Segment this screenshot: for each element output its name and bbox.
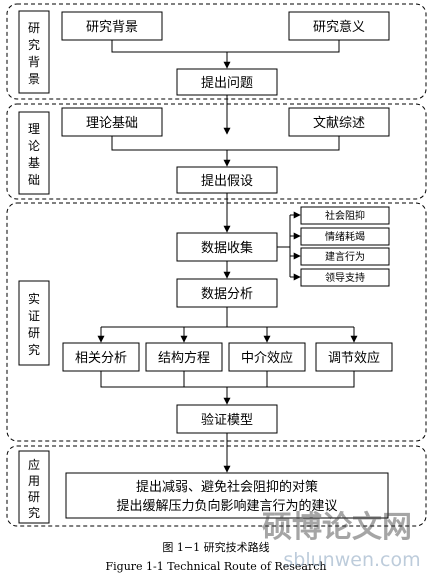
section-theory-label-char: 论 xyxy=(28,139,40,153)
watermark-text: 硕博论文网 xyxy=(262,510,412,545)
section-empirical-label-box xyxy=(18,280,50,366)
research-background-text: 研究背景 xyxy=(86,20,138,35)
variable-social-undermining-text: 社会阻抑 xyxy=(325,209,365,222)
variable-emotional-exhaustion-text: 情绪耗竭 xyxy=(325,230,365,243)
theoretical-basis-box xyxy=(61,107,163,137)
section-application-label-char: 应 xyxy=(28,457,40,472)
pose-hypothesis-box xyxy=(176,166,278,194)
variable-emotional-exhaustion-box xyxy=(300,227,390,246)
data-collection-box xyxy=(176,232,278,262)
research-background-box xyxy=(61,11,163,41)
section-theory-label-char: 基 xyxy=(28,156,40,170)
background-merge-connector xyxy=(111,40,340,53)
section-theory-frame xyxy=(6,103,427,200)
section-background-frame xyxy=(6,3,427,100)
research-significance-box xyxy=(288,11,390,41)
section-empirical-label-char: 实 xyxy=(28,291,40,306)
data-collection-text: 数据收集 xyxy=(201,240,253,256)
variable-social-undermining-box xyxy=(300,206,390,225)
section-application-frame xyxy=(6,445,427,527)
moderation-effect-text: 调节效应 xyxy=(328,350,380,366)
structural-equation-text: 结构方程 xyxy=(158,350,210,366)
pose-hypothesis-text: 提出假设 xyxy=(201,173,253,189)
caption-chinese: 图 1−1 研究技术路线 xyxy=(162,540,269,554)
watermark-url: sblunwen.com xyxy=(283,549,420,571)
literature-review-box xyxy=(288,107,390,137)
countermeasures-line-1: 提出减弱、避免社会阻抑的对策 xyxy=(136,479,318,495)
section-background-label-box xyxy=(18,10,50,94)
section-empirical-label-char: 研 xyxy=(28,326,40,340)
pose-problem-text: 提出问题 xyxy=(201,75,253,91)
section-application-label-box xyxy=(18,450,50,524)
variable-voice-behavior-box xyxy=(300,247,390,266)
analysis-merge-bar xyxy=(100,371,355,388)
correlation-analysis-box xyxy=(62,342,140,372)
section-background-label-char: 研 xyxy=(28,21,40,35)
variable-leader-support-text: 领导支持 xyxy=(325,271,365,284)
variable-voice-behavior-text: 建言行为 xyxy=(325,250,365,263)
theory-merge-connector xyxy=(111,136,340,151)
countermeasures-line-2: 提出缓解压力负向影响建言行为的建议 xyxy=(116,498,337,514)
section-application-label-char: 究 xyxy=(28,505,40,520)
data-analysis-box xyxy=(176,278,278,308)
caption-english: Figure 1-1 Technical Route of Research xyxy=(106,560,327,573)
research-significance-text: 研究意义 xyxy=(313,19,365,35)
section-empirical-label-char: 究 xyxy=(28,342,40,357)
section-theory-label-char: 础 xyxy=(28,173,40,187)
literature-review-text: 文献综述 xyxy=(313,116,365,131)
section-background-label-char: 背 xyxy=(28,55,40,69)
mediation-effect-box xyxy=(228,342,306,372)
section-empirical-frame xyxy=(6,202,427,442)
data-analysis-text: 数据分析 xyxy=(201,287,253,302)
watermark-logo: 硕博论文网 sblunwen.com xyxy=(262,510,421,571)
verify-model-text: 验证模型 xyxy=(201,412,253,428)
variable-leader-support-box xyxy=(300,268,390,287)
structural-equation-box xyxy=(145,342,223,372)
theoretical-basis-text: 理论基础 xyxy=(86,116,138,131)
countermeasures-box xyxy=(65,472,389,519)
pose-problem-box xyxy=(176,68,278,96)
section-background-label-char: 究 xyxy=(28,37,40,52)
section-application-label-char: 用 xyxy=(28,474,40,488)
section-application-label-char: 研 xyxy=(28,490,40,504)
section-background-label-char: 景 xyxy=(28,72,40,86)
mediation-effect-text: 中介效应 xyxy=(241,350,293,366)
section-theory-label-char: 理 xyxy=(28,122,40,136)
section-empirical-label-char: 证 xyxy=(28,309,40,323)
section-theory-label-box xyxy=(18,111,50,195)
correlation-analysis-text: 相关分析 xyxy=(75,351,127,366)
